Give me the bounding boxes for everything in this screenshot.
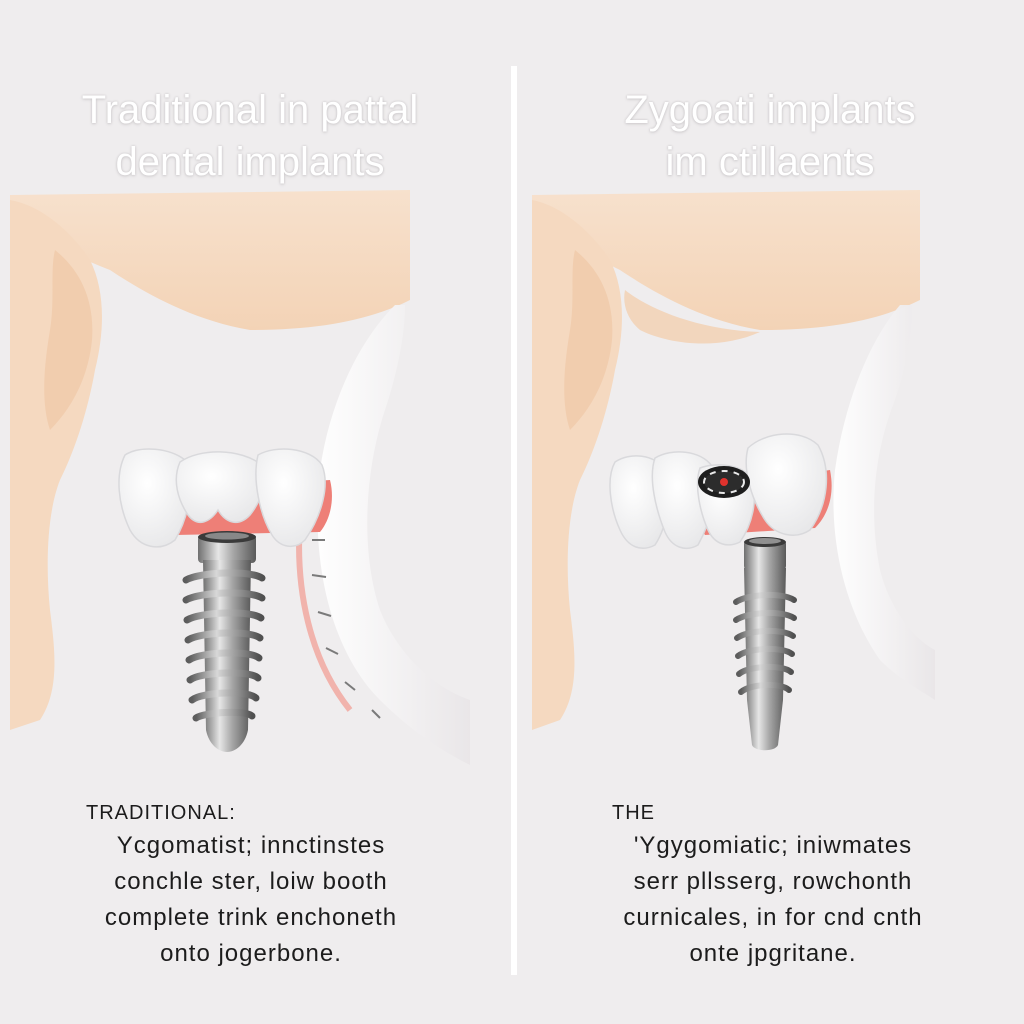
left-caption: TRADITIONAL: Ycgomatist; innctinstes con… bbox=[66, 798, 436, 972]
left-implant bbox=[182, 531, 266, 752]
left-gum-edge bbox=[296, 519, 353, 712]
left-title-line-1: Traditional in pattal bbox=[81, 88, 419, 132]
right-title-line-2: im ctillaents bbox=[665, 140, 875, 184]
left-tooth-2 bbox=[175, 451, 266, 524]
right-caption-line-3: curnicales, in for cnd cnth bbox=[623, 904, 923, 931]
left-tooth-3 bbox=[255, 448, 326, 547]
right-jaw-bone bbox=[833, 305, 935, 700]
right-cheek-fold bbox=[624, 290, 760, 344]
left-jaw-bone bbox=[317, 305, 470, 765]
left-title-line-2: dental implants bbox=[115, 140, 385, 184]
right-panel-title: Zygoati implants im ctillaents bbox=[580, 84, 960, 188]
left-caption-line-1: Ycgomatist; innctinstes bbox=[116, 832, 386, 859]
left-illustration bbox=[10, 190, 470, 765]
right-face-shadow bbox=[564, 250, 613, 430]
left-upper-skin bbox=[10, 190, 410, 330]
right-implant bbox=[733, 537, 797, 751]
left-caption-line-3: complete trink enchoneth bbox=[104, 904, 398, 931]
right-title-line-1: Zygoati implants bbox=[624, 88, 916, 132]
right-caption-line-2: serr pllsserg, rowchonth bbox=[633, 868, 913, 895]
right-caption-heading: THE bbox=[612, 802, 655, 824]
right-upper-skin bbox=[532, 190, 920, 330]
right-implant-threads bbox=[733, 592, 797, 695]
right-tooth-4 bbox=[745, 433, 828, 536]
left-bone-ticks bbox=[311, 539, 381, 719]
left-caption-heading: TRADITIONAL: bbox=[86, 802, 236, 824]
right-illustration bbox=[532, 190, 935, 751]
left-tooth-1 bbox=[118, 448, 191, 548]
right-abutment-socket bbox=[698, 466, 750, 498]
right-caption: THE 'Ygygomiatic; iniwmates serr pllsser… bbox=[588, 798, 958, 972]
left-caption-line-2: conchle ster, loiw booth bbox=[114, 868, 388, 895]
left-implant-threads bbox=[182, 569, 266, 722]
left-caption-line-4: onto jogerbone. bbox=[160, 940, 342, 967]
left-panel-title: Traditional in pattal dental implants bbox=[40, 84, 460, 188]
right-caption-line-1: 'Ygygomiatic; iniwmates bbox=[633, 832, 913, 859]
left-face-shadow bbox=[44, 250, 93, 430]
right-caption-line-4: onte jpgritane. bbox=[689, 940, 857, 967]
